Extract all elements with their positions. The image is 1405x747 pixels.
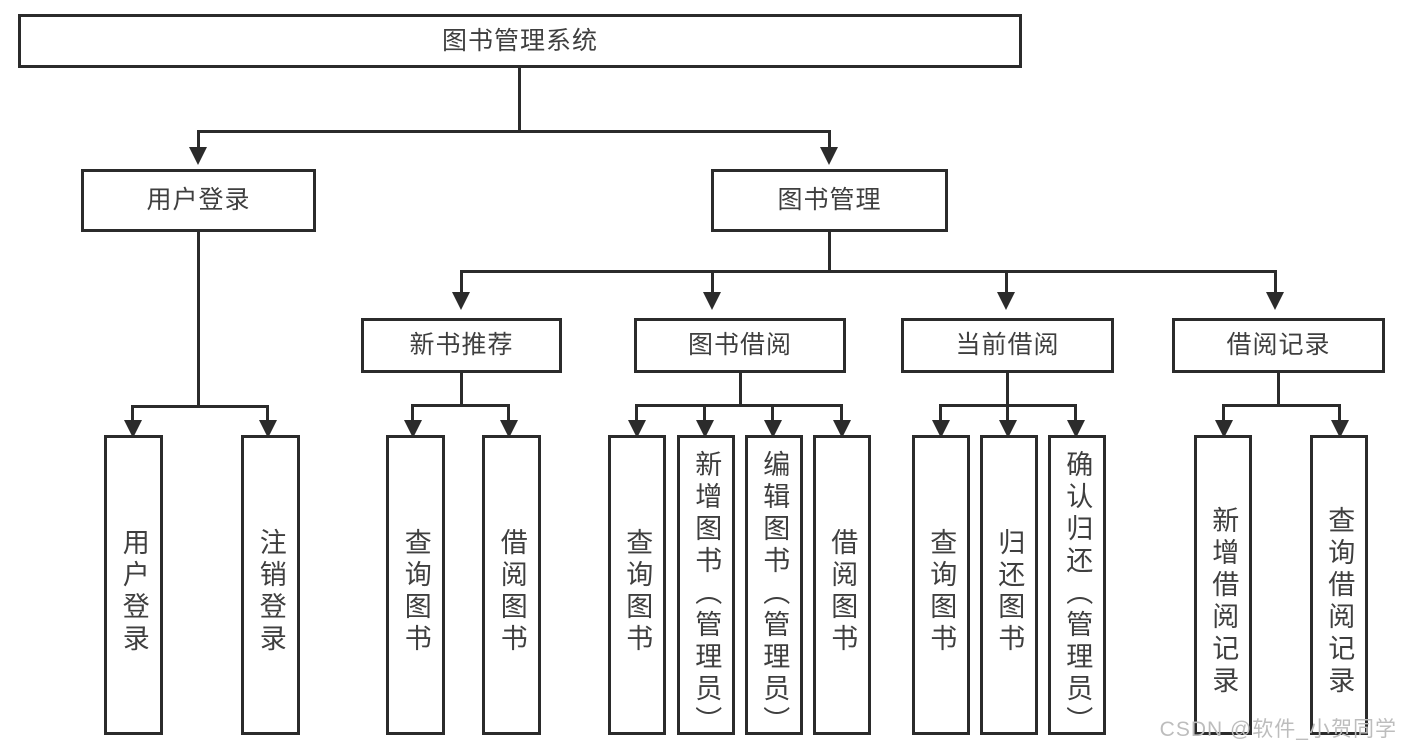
- arrow-to-br-leaf-2: [1331, 420, 1349, 438]
- node-label: 注销登录: [255, 528, 286, 656]
- connector-user-login-bar: [131, 405, 266, 408]
- connector-br-bar: [1222, 404, 1341, 407]
- connector-book-management-bar: [460, 270, 1277, 273]
- arrow-to-cb-leaf-3: [1067, 420, 1085, 438]
- leaf-query-borrow-record[interactable]: 查询借阅记录: [1310, 435, 1368, 735]
- node-label: 用户登录: [146, 186, 251, 214]
- connector-nbr-stem: [460, 373, 463, 406]
- connector-cb-leg-1: [939, 404, 942, 422]
- node-label: 图书管理: [777, 186, 882, 214]
- leaf-return-book[interactable]: 归还图书: [980, 435, 1038, 735]
- connector-root-leg-right: [828, 130, 831, 147]
- arrow-to-bb-leaf-3: [764, 420, 782, 438]
- connector-br-leg-2: [1338, 404, 1341, 422]
- connector-book-management-stem: [828, 232, 831, 272]
- arrow-to-book-borrow: [703, 292, 721, 310]
- node-label: 当前借阅: [955, 331, 1060, 359]
- node-user-login[interactable]: 用户登录: [81, 169, 316, 232]
- connector-nbr-bar: [411, 404, 510, 407]
- node-label: 查询借阅记录: [1324, 506, 1355, 698]
- connector-bm-leg-2: [711, 270, 714, 292]
- node-book-management[interactable]: 图书管理: [711, 169, 948, 232]
- arrow-to-leaf-logout: [259, 420, 277, 438]
- connector-bb-bar: [635, 404, 843, 407]
- arrow-to-book-management: [820, 147, 838, 165]
- node-root-book-management-system[interactable]: 图书管理系统: [18, 14, 1022, 68]
- node-label: 归还图书: [994, 528, 1025, 656]
- leaf-borrow-book-bb[interactable]: 借阅图书: [813, 435, 871, 735]
- connector-user-login-leg-2: [266, 405, 269, 422]
- arrow-to-user-login: [189, 147, 207, 165]
- node-new-book-recommend[interactable]: 新书推荐: [361, 318, 562, 373]
- arrow-to-leaf-user-login: [124, 420, 142, 438]
- node-label: 查询图书: [400, 528, 431, 656]
- node-label: 图书借阅: [687, 331, 792, 359]
- connector-root-stem: [518, 68, 521, 130]
- node-current-borrow[interactable]: 当前借阅: [901, 318, 1114, 373]
- arrow-to-bb-leaf-4: [833, 420, 851, 438]
- arrow-to-bb-leaf-1: [628, 420, 646, 438]
- leaf-add-book-admin[interactable]: 新增图书（管理员）: [677, 435, 735, 738]
- connector-bb-stem: [739, 373, 742, 406]
- connector-root-leg-left: [197, 130, 200, 147]
- connector-bm-leg-3: [1005, 270, 1008, 292]
- connector-bm-leg-1: [460, 270, 463, 292]
- arrow-to-nbr-leaf-2: [500, 420, 518, 438]
- connector-user-login-stem: [197, 232, 200, 407]
- node-borrow-record[interactable]: 借阅记录: [1172, 318, 1385, 373]
- leaf-query-book-bb[interactable]: 查询图书: [608, 435, 666, 735]
- leaf-query-book-cb[interactable]: 查询图书: [912, 435, 970, 735]
- leaf-confirm-return-admin[interactable]: 确认归还（管理员）: [1048, 435, 1106, 738]
- node-label: 新增图书（管理员）: [691, 450, 722, 738]
- connector-cb-leg-3: [1074, 404, 1077, 422]
- leaf-user-login[interactable]: 用户登录: [104, 435, 163, 735]
- node-book-borrow[interactable]: 图书借阅: [634, 318, 846, 373]
- arrow-to-borrow-record: [1266, 292, 1284, 310]
- connector-bb-leg-3: [771, 404, 774, 422]
- leaf-borrow-book-nbr[interactable]: 借阅图书: [482, 435, 541, 735]
- node-label: 借阅记录: [1226, 331, 1331, 359]
- connector-root-bar: [197, 130, 831, 133]
- connector-br-stem: [1277, 373, 1280, 406]
- arrow-to-new-book-recommend: [452, 292, 470, 310]
- node-label: 编辑图书（管理员）: [759, 450, 790, 738]
- node-label: 图书管理系统: [441, 26, 598, 55]
- connector-bb-leg-4: [840, 404, 843, 422]
- leaf-logout[interactable]: 注销登录: [241, 435, 300, 735]
- arrow-to-bb-leaf-2: [696, 420, 714, 438]
- node-label: 借阅图书: [496, 528, 527, 656]
- connector-bm-leg-4: [1274, 270, 1277, 292]
- connector-br-leg-1: [1222, 404, 1225, 422]
- node-label: 查询图书: [926, 528, 957, 656]
- connector-nbr-leg-2: [507, 404, 510, 422]
- leaf-add-borrow-record[interactable]: 新增借阅记录: [1194, 435, 1252, 735]
- arrow-to-br-leaf-1: [1215, 420, 1233, 438]
- connector-bb-leg-2: [703, 404, 706, 422]
- arrow-to-cb-leaf-1: [932, 420, 950, 438]
- node-label: 确认归还（管理员）: [1062, 450, 1093, 738]
- connector-bb-leg-1: [635, 404, 638, 422]
- node-label: 借阅图书: [827, 528, 858, 656]
- node-label: 新书推荐: [409, 331, 514, 359]
- arrow-to-current-borrow: [997, 292, 1015, 310]
- node-label: 查询图书: [622, 528, 653, 656]
- connector-cb-stem: [1006, 373, 1009, 406]
- arrow-to-cb-leaf-2: [999, 420, 1017, 438]
- leaf-query-book-nbr[interactable]: 查询图书: [386, 435, 445, 735]
- connector-user-login-leg-1: [131, 405, 134, 422]
- connector-cb-leg-2: [1006, 404, 1009, 422]
- leaf-edit-book-admin[interactable]: 编辑图书（管理员）: [745, 435, 803, 738]
- node-label: 用户登录: [118, 528, 149, 656]
- arrow-to-nbr-leaf-1: [404, 420, 422, 438]
- connector-nbr-leg-1: [411, 404, 414, 422]
- node-label: 新增借阅记录: [1208, 506, 1239, 698]
